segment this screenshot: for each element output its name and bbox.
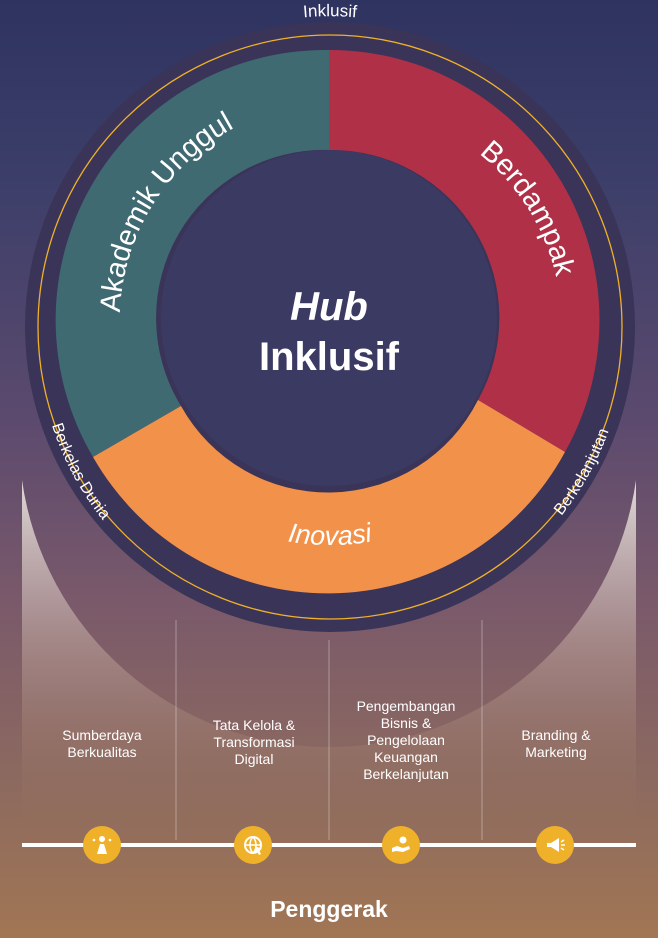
segment-label-inovasi: Inovasi xyxy=(286,518,374,552)
megaphone-icon xyxy=(536,826,574,864)
center-title-line2: Inklusif xyxy=(259,335,400,379)
person-star-icon xyxy=(83,826,121,864)
hand-money-icon xyxy=(382,826,420,864)
segment-akademik-unggul xyxy=(55,49,330,458)
globe-cursor-icon xyxy=(234,826,272,864)
pillar-label-pengembangan: Pengembangan Bisnis & Pengelolaan Keuang… xyxy=(356,698,456,782)
pillar-label-tata-kelola: Tata Kelola & Transformasi Digital xyxy=(212,717,296,767)
segment-inovasi xyxy=(93,400,565,594)
outer-top-label: Inklusif xyxy=(302,1,358,21)
outer-gold-line xyxy=(37,34,623,620)
background-fade-panel xyxy=(22,480,636,830)
center-circle xyxy=(161,150,497,486)
footer-title: Penggerak xyxy=(270,896,388,922)
pillar-label-sumberdaya: Sumberdaya Berkualitas xyxy=(62,727,142,760)
segment-berdampak xyxy=(329,49,600,452)
center-title-line1: Hub xyxy=(290,285,368,329)
pillar-label-branding: Branding & Marketing xyxy=(521,727,591,760)
